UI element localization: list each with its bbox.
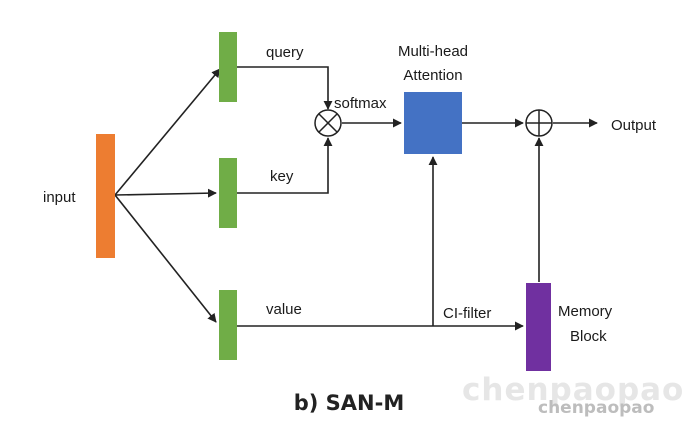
cifilter-label: CI-filter [443, 305, 491, 322]
memory-label-line2: Block [570, 328, 607, 345]
edge-input-to-query [114, 68, 221, 196]
softmax-label: softmax [334, 95, 387, 112]
edge-input-to-key [114, 188, 217, 198]
edges [114, 66, 598, 331]
input-block [96, 134, 115, 258]
diagram-caption: b) SAN-M [294, 391, 405, 415]
multiply-operator [314, 109, 342, 137]
edge-input-to-value [114, 194, 217, 323]
query-label: query [266, 44, 304, 61]
query-projection-block [219, 32, 237, 102]
attention-label-line1: Multi-head [398, 43, 468, 60]
key-label: key [270, 168, 294, 185]
memory-label-line1: Memory [558, 303, 613, 320]
edge-key-to-multiply [236, 137, 333, 194]
value-label: value [266, 301, 302, 318]
attention-label-line2: Attention [403, 67, 462, 84]
value-projection-block [219, 290, 237, 360]
output-label: Output [611, 117, 657, 134]
key-projection-block [219, 158, 237, 228]
add-operator [525, 109, 553, 137]
input-label: input [43, 189, 76, 206]
watermark-secondary: chenpaopao [538, 398, 654, 418]
multi-head-attention-block [404, 92, 462, 154]
watermark-primary: chenpaopao [462, 372, 684, 408]
edge-query-to-multiply [236, 66, 333, 110]
memory-block [526, 283, 551, 371]
